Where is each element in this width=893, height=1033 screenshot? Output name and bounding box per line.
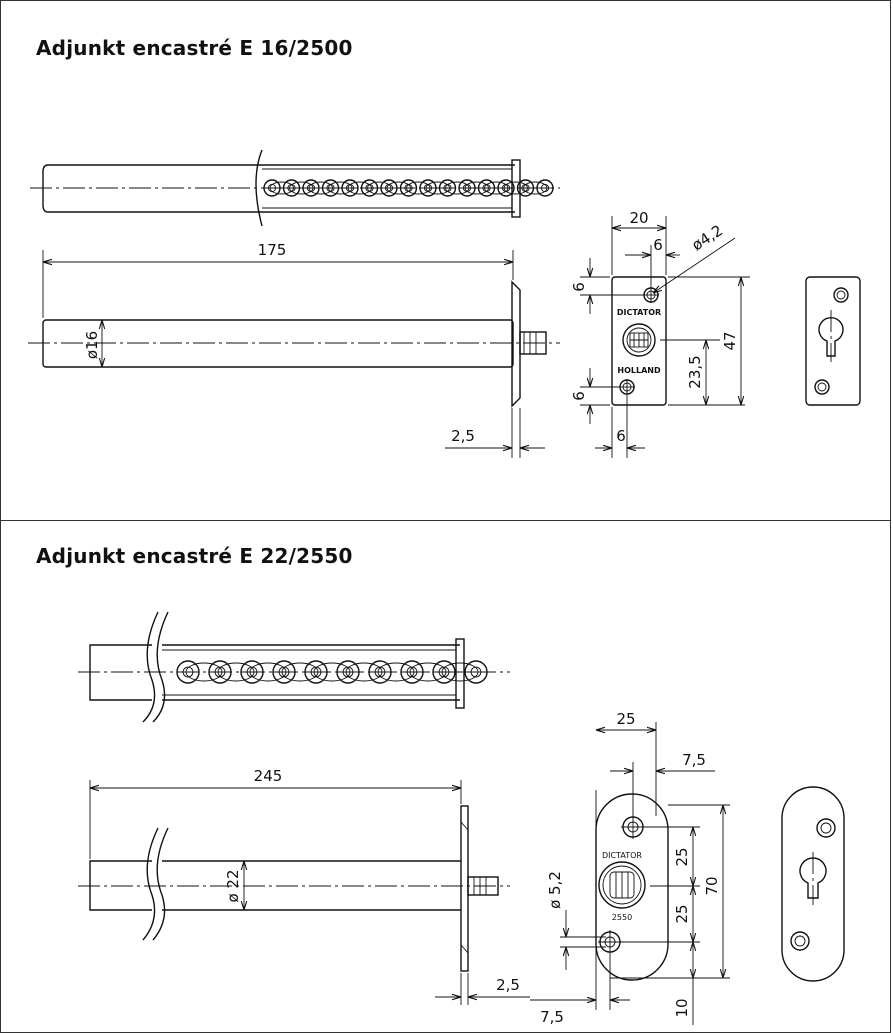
e16-brand-label: DICTATOR: [617, 308, 661, 317]
e22-plate-height-dim: 70: [703, 876, 721, 895]
e22-bottom-margin-dim: 10: [673, 998, 691, 1017]
section-e22-2550: [0, 520, 891, 1033]
e16-bottom-margin-dim: 6: [570, 391, 588, 401]
e22-diameter-dim: ø 22: [224, 869, 242, 902]
e22-flange-dim: 2,5: [496, 976, 520, 994]
e16-cutaway-view: [30, 149, 560, 227]
e22-plate-width-dim: 25: [616, 710, 635, 728]
e16-elevation-view: 175 ø16 2,5: [28, 241, 560, 458]
e22-model-label: 2550: [612, 913, 632, 922]
e16-diameter-dim: ø16: [83, 331, 101, 359]
e22-lower-half-dim: 25: [673, 904, 691, 923]
e22-front-plate: DICTATOR 2550 25 7,5 25 25 70 10: [530, 710, 730, 1026]
e16-hole-dia-dim: ø4,2: [689, 221, 727, 254]
e22-upper-half-dim: 25: [673, 847, 691, 866]
e16-origin-label: HOLLAND: [617, 366, 661, 375]
e16-top-margin-dim: 6: [570, 282, 588, 292]
e16-length-dim: 175: [258, 241, 287, 259]
e22-elevation-view: 245 ø 22 2,5: [78, 767, 530, 1005]
e22-hole-dia-dim: ø 5,2: [546, 871, 564, 909]
e16-center-height-dim: 23,5: [686, 355, 704, 388]
e16-hole-offset-dim: 6: [653, 236, 663, 254]
e22-cutaway-view: [78, 611, 510, 723]
e22-length-dim: 245: [254, 767, 283, 785]
e16-front-plate: DICTATOR HOLLAND 20 6 ø4,2 6 6: [570, 209, 750, 458]
e22-counter-plate: [781, 786, 845, 982]
e22-bottom-offset-dim: 7,5: [540, 1008, 564, 1026]
section1-title: Adjunkt encastré E 16/2500: [36, 36, 353, 60]
e16-plate-width-dim: 20: [629, 209, 648, 227]
e16-counter-plate: [805, 276, 861, 406]
e16-bottom-offset-dim: 6: [616, 427, 626, 445]
e16-plate-height-dim: 47: [721, 331, 739, 350]
e22-hole-offset-dim: 7,5: [682, 751, 706, 769]
e16-flange-dim: 2,5: [451, 427, 475, 445]
e22-brand-label: DICTATOR: [602, 851, 642, 860]
section2-title: Adjunkt encastré E 22/2550: [36, 544, 353, 568]
